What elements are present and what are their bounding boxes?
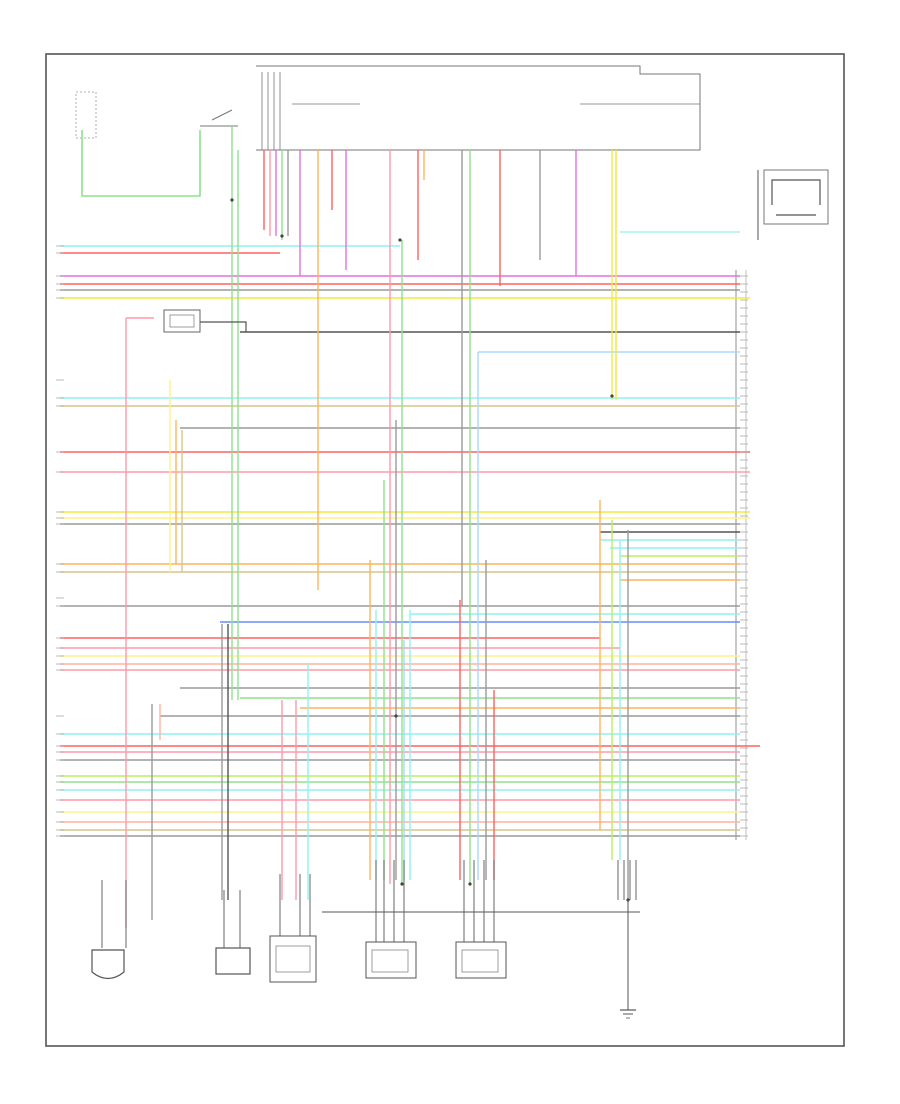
splice-dot (610, 394, 614, 398)
top-component-outline (256, 65, 701, 151)
bottom-component-5 (455, 941, 507, 979)
sensor-shape (771, 179, 821, 216)
bottom-component-4 (365, 941, 417, 979)
sensor-housing (763, 169, 829, 225)
splice-dot (280, 234, 284, 238)
splice-dot (230, 198, 234, 202)
switch-body (75, 91, 97, 139)
splice-dot (468, 882, 472, 886)
labels-layer (56, 245, 748, 837)
bottom-component-3 (269, 935, 317, 983)
splice-dot (400, 882, 404, 886)
splice-dot (394, 714, 398, 718)
relay-box (163, 309, 201, 333)
diagram-frame (45, 53, 845, 1047)
wire (200, 321, 247, 332)
bottom-component-1 (91, 949, 125, 980)
relay-inner (169, 314, 195, 328)
bottom-component-2 (215, 947, 251, 975)
ground-symbol (620, 900, 636, 1019)
wire (81, 130, 201, 197)
wires-layer (60, 126, 760, 948)
switch-lever (211, 109, 233, 121)
splice-dot (398, 238, 402, 242)
